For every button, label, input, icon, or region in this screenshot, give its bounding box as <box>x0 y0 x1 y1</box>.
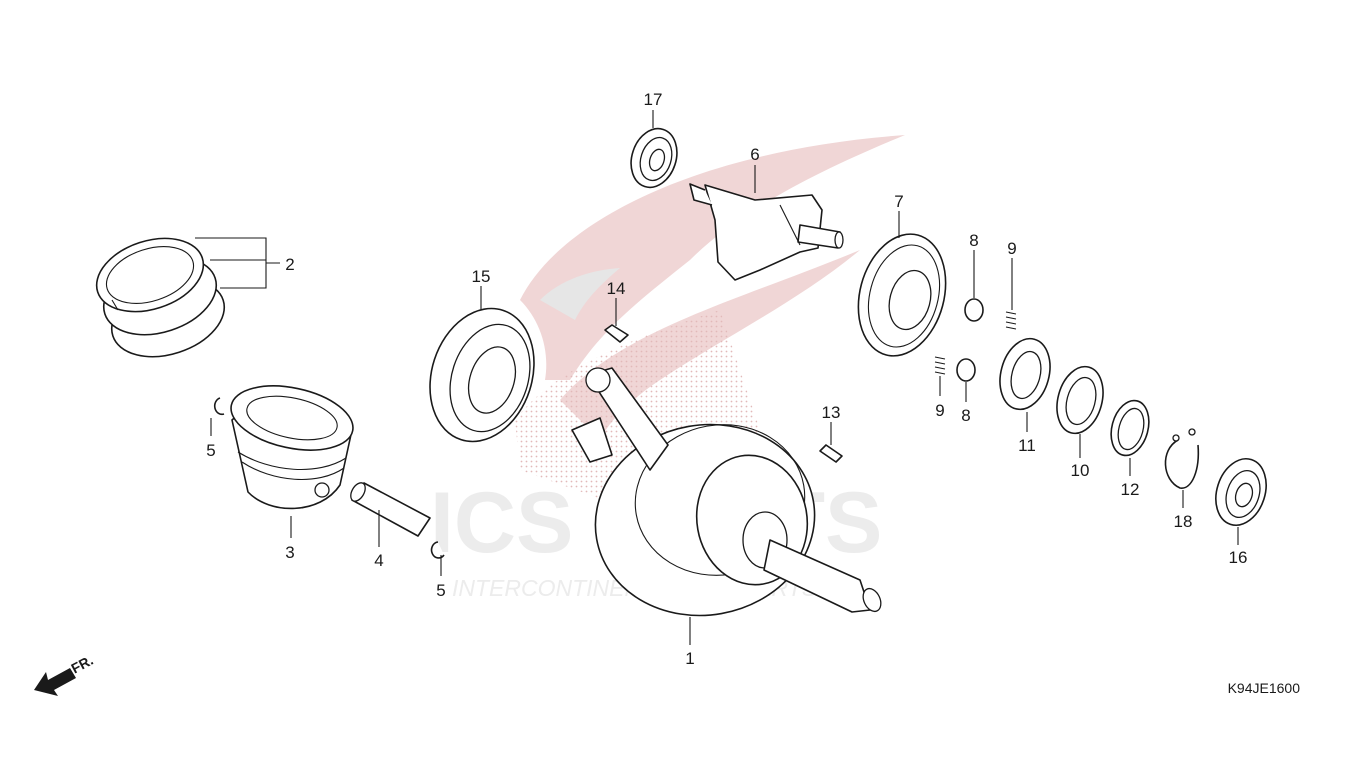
woodruff-key-13-part[interactable] <box>819 444 843 463</box>
callout-4[interactable]: 4 <box>374 551 383 570</box>
callout-3[interactable]: 3 <box>285 543 294 562</box>
callout-9-upper[interactable]: 9 <box>1007 239 1016 258</box>
callout-5-right[interactable]: 5 <box>436 581 445 600</box>
callout-14[interactable]: 14 <box>607 279 626 298</box>
callout-10[interactable]: 10 <box>1071 461 1090 480</box>
callout-1[interactable]: 1 <box>685 649 694 668</box>
diagram-code: K94JE1600 <box>1228 680 1301 696</box>
piston-pin-clip-left-part[interactable] <box>213 397 225 416</box>
piston-pin-part[interactable] <box>348 480 431 537</box>
callout-2[interactable]: 2 <box>285 255 294 274</box>
callout-8-lower[interactable]: 8 <box>961 406 970 425</box>
primary-drive-gear-part[interactable] <box>845 224 958 366</box>
callout-12[interactable]: 12 <box>1121 480 1140 499</box>
front-direction-indicator: FR. <box>34 652 96 696</box>
damper-pin-lower-part[interactable] <box>956 358 976 382</box>
callout-numbers: 1 2 3 4 5 5 6 7 8 8 9 9 10 11 12 13 14 1… <box>206 90 1247 668</box>
callout-6[interactable]: 6 <box>750 145 759 164</box>
crankshaft-assembly-part[interactable] <box>571 367 884 633</box>
balancer-bearing-17-part[interactable] <box>624 123 684 194</box>
callout-13[interactable]: 13 <box>822 403 841 422</box>
left-crank-bearing-part[interactable] <box>413 295 550 455</box>
callout-7[interactable]: 7 <box>894 192 903 211</box>
callout-8-upper[interactable]: 8 <box>969 231 978 250</box>
callout-5-left[interactable]: 5 <box>206 441 215 460</box>
washer-10-part[interactable] <box>1050 361 1110 438</box>
piston-part[interactable] <box>225 376 359 510</box>
callout-11[interactable]: 11 <box>1018 436 1036 455</box>
damper-spring-upper-part[interactable] <box>1005 311 1017 330</box>
leader-lines <box>195 110 1239 645</box>
front-arrow-icon <box>34 668 76 696</box>
callout-17[interactable]: 17 <box>644 90 663 109</box>
callout-18[interactable]: 18 <box>1174 512 1193 531</box>
washer-11-part[interactable] <box>993 333 1058 415</box>
callout-9-lower[interactable]: 9 <box>935 401 944 420</box>
right-crank-bearing-16-part[interactable] <box>1208 452 1275 532</box>
piston-ring-set-part[interactable] <box>87 226 234 370</box>
woodruff-key-14-part[interactable] <box>604 324 629 343</box>
callout-16[interactable]: 16 <box>1229 548 1248 567</box>
washer-12-part[interactable] <box>1105 396 1154 459</box>
balancer-shaft-part[interactable] <box>689 183 844 281</box>
damper-spring-lower-part[interactable] <box>934 356 946 375</box>
damper-pin-upper-part[interactable] <box>964 298 984 322</box>
circlip-18-part[interactable] <box>1164 428 1200 489</box>
callout-15[interactable]: 15 <box>472 267 491 286</box>
